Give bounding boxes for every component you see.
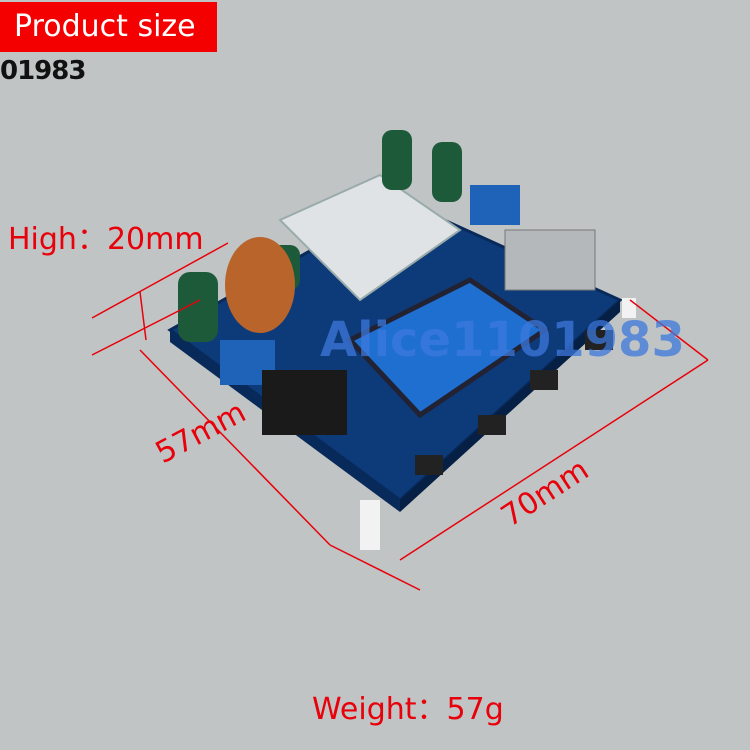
button: [415, 455, 443, 475]
watermark-text: Alice1101983: [320, 312, 685, 368]
capacitor: [382, 130, 412, 190]
button: [478, 415, 506, 435]
standoff: [622, 298, 636, 318]
product-size-banner: Product size: [0, 2, 217, 52]
button: [585, 330, 613, 350]
lcd-screen: [345, 277, 550, 419]
dimension-lines: [91, 242, 709, 591]
corner-watermark: 01983: [0, 56, 86, 86]
inductor-coil: [225, 237, 295, 333]
usb-port: [504, 229, 596, 291]
heatsink: [278, 173, 462, 302]
weight-label: Weight：57g: [312, 692, 504, 727]
standoff: [360, 500, 380, 550]
height-label: High：20mm: [8, 222, 204, 257]
dc-jack: [262, 370, 347, 435]
button: [530, 370, 558, 390]
pcb-edge-right: [400, 300, 620, 512]
terminal-block: [470, 185, 520, 225]
capacitor: [178, 272, 218, 342]
capacitor: [432, 142, 462, 202]
